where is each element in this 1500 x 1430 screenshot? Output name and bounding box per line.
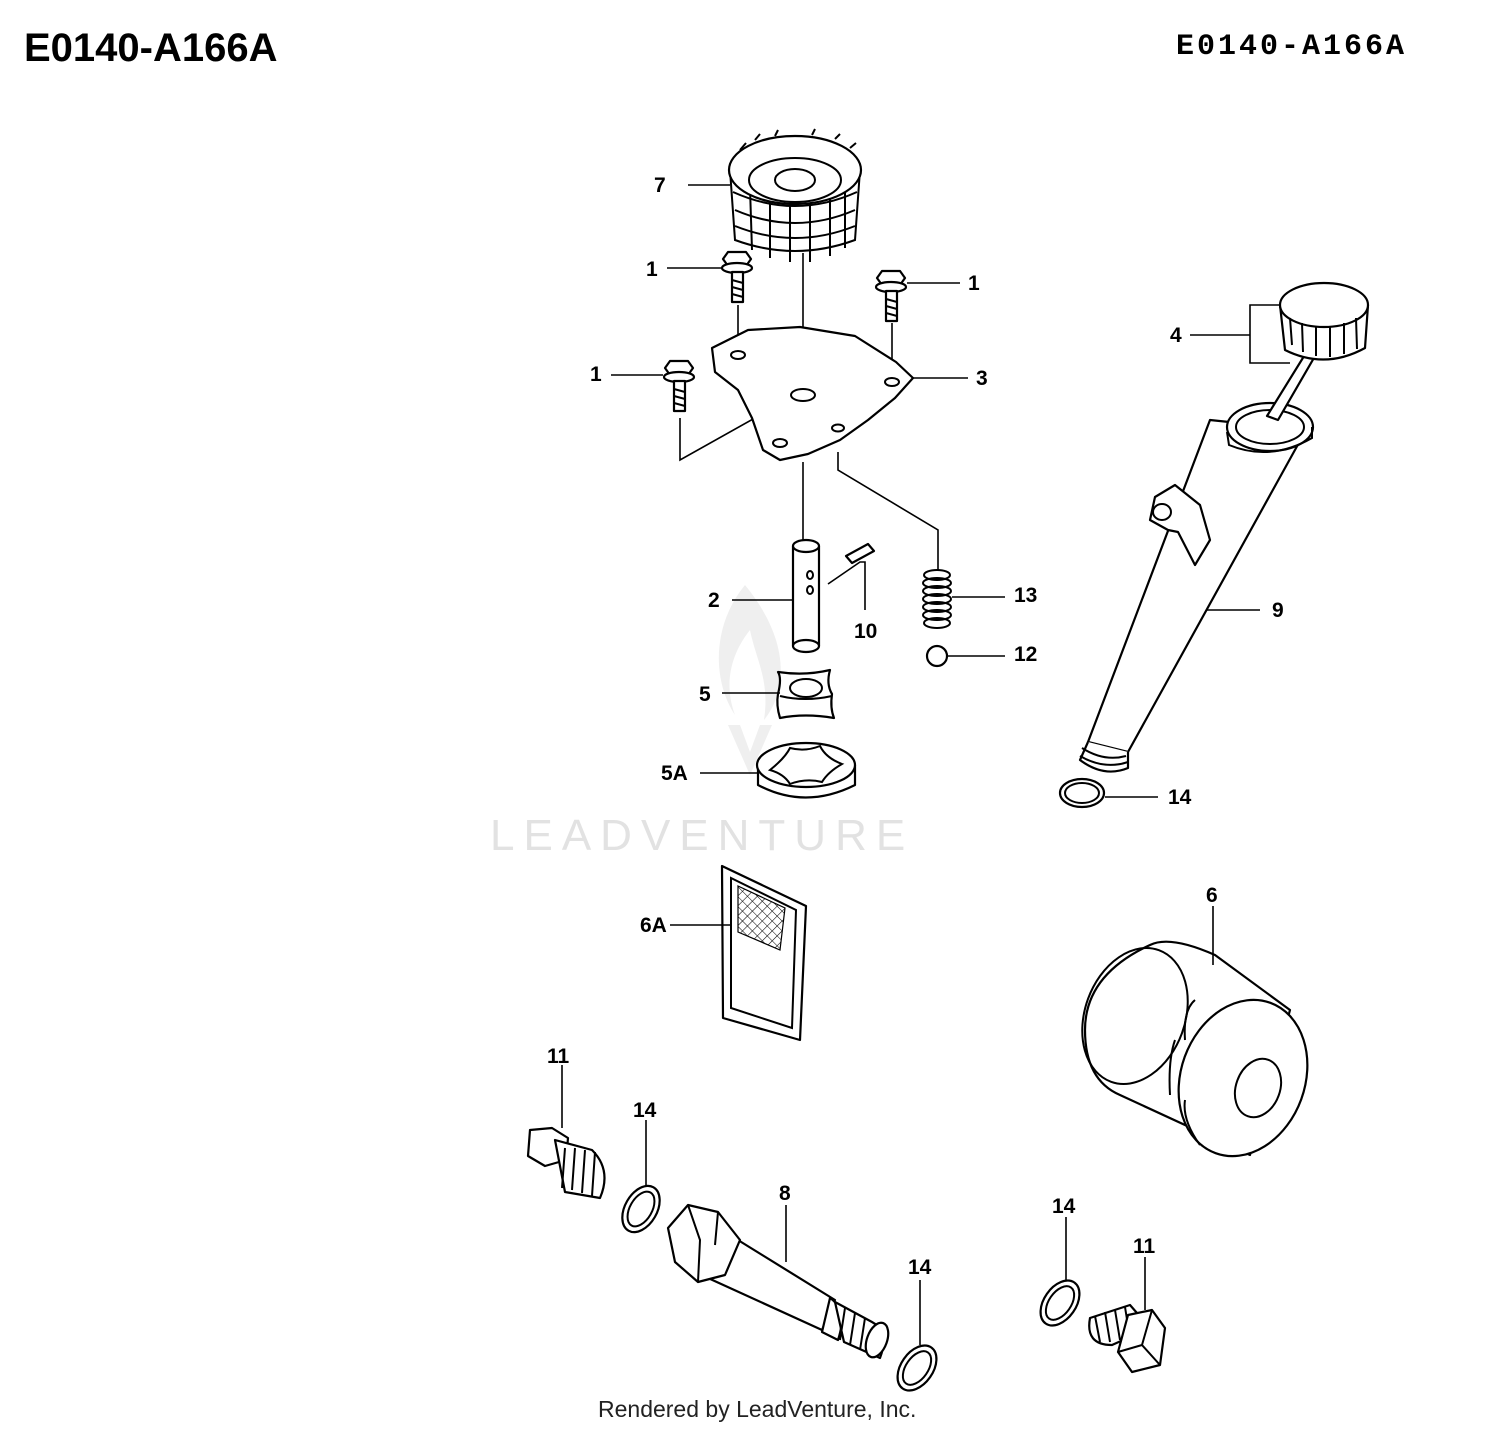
- callout-dipstick-cap: 4: [1170, 324, 1182, 347]
- callout-filter-pipe: 8: [779, 1182, 791, 1205]
- callout-ball: 12: [1014, 643, 1037, 666]
- callout-strainer: 6A: [640, 914, 667, 937]
- callout-pin: 10: [854, 620, 877, 643]
- relief-spring[interactable]: [922, 569, 952, 629]
- callout-oring-pipe: 14: [908, 1256, 932, 1279]
- footer-credit: Rendered by LeadVenture, Inc.: [598, 1396, 917, 1422]
- callout-oil-filter: 6: [1206, 884, 1218, 907]
- callout-bolt-top-left: 1: [646, 258, 658, 281]
- oil-strainer[interactable]: [720, 864, 808, 1042]
- callout-outer-rotor: 5A: [661, 762, 688, 785]
- oring-pipe[interactable]: [890, 1338, 945, 1397]
- oil-filler-tube[interactable]: [1078, 401, 1315, 773]
- relief-ball[interactable]: [925, 644, 949, 668]
- pump-shaft[interactable]: [791, 538, 821, 654]
- dipstick[interactable]: [1265, 281, 1370, 422]
- bolt-left[interactable]: [662, 359, 696, 413]
- filter-pipe[interactable]: [666, 1203, 893, 1360]
- oring-right[interactable]: [1033, 1273, 1088, 1332]
- callout-bolt-top-right: 1: [968, 272, 980, 295]
- pin[interactable]: [844, 542, 876, 565]
- callout-oring-right: 14: [1052, 1195, 1076, 1218]
- callout-filler-tube: 9: [1272, 599, 1284, 622]
- oring-tube[interactable]: [1058, 777, 1106, 809]
- pump-cover-plate[interactable]: [710, 325, 915, 462]
- watermark: LEADVENTURE: [490, 585, 914, 860]
- callout-oring-left: 14: [633, 1099, 657, 1122]
- diagram-code-left: E0140-A166A: [24, 26, 278, 70]
- diagram-code-right: E0140-A166A: [1176, 30, 1408, 64]
- callout-inner-rotor: 5: [699, 683, 711, 706]
- oil-filter[interactable]: [1064, 933, 1329, 1174]
- inner-rotor[interactable]: [776, 668, 836, 720]
- drain-plug-right[interactable]: [1088, 1303, 1167, 1374]
- bolt-top-right[interactable]: [874, 269, 908, 323]
- bolt-top-left[interactable]: [720, 250, 754, 304]
- drain-plug-left[interactable]: [526, 1126, 606, 1200]
- callout-gear: 7: [654, 174, 666, 197]
- outer-rotor[interactable]: [755, 741, 857, 799]
- callout-drain-plug-right: 11: [1133, 1235, 1156, 1258]
- gear-part[interactable]: [727, 128, 863, 262]
- oring-left[interactable]: [615, 1179, 668, 1238]
- watermark-text: LEADVENTURE: [490, 811, 914, 860]
- callout-spring: 13: [1014, 584, 1037, 607]
- callout-drain-plug-left: 11: [547, 1045, 570, 1068]
- callout-oring-tube: 14: [1168, 786, 1192, 809]
- callout-shaft: 2: [708, 589, 720, 612]
- callout-bolt-left: 1: [590, 363, 602, 386]
- callout-plate: 3: [976, 367, 988, 390]
